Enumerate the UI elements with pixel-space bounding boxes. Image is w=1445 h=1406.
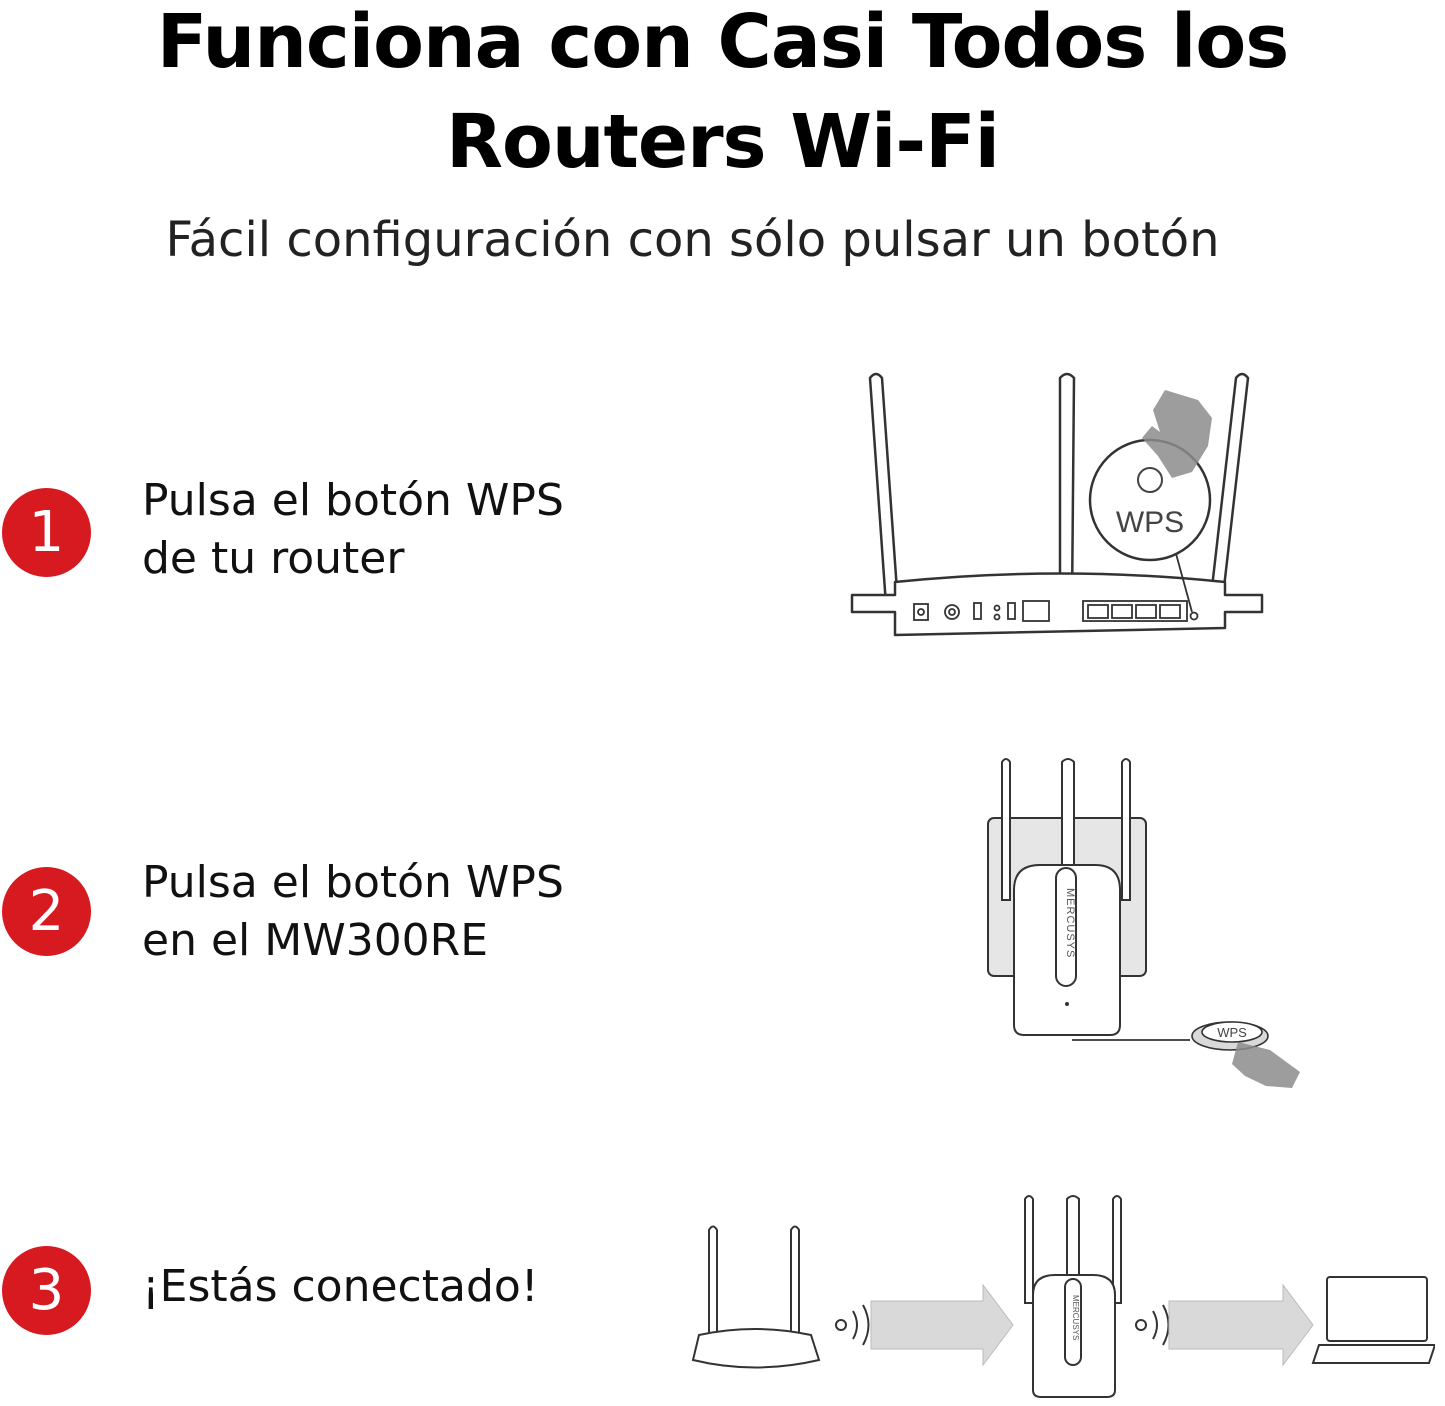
arrow-icon — [1168, 1283, 1314, 1367]
wps-label: WPS — [1116, 506, 1184, 539]
step-3-badge: 3 — [2, 1246, 91, 1335]
arrow-icon — [870, 1283, 1014, 1367]
step-2-line-1: Pulsa el botón WPS — [142, 857, 564, 908]
step-2-badge: 2 — [2, 867, 91, 956]
step-2-text: Pulsa el botón WPS en el MW300RE — [142, 854, 564, 970]
step-1-badge: 1 — [2, 488, 91, 577]
title-line-1: Funciona con Casi Todos los — [156, 0, 1290, 85]
step-1-line-1: Pulsa el botón WPS — [142, 475, 564, 526]
step-3-line-1: ¡Estás conectado! — [142, 1261, 539, 1312]
step-1-line-2: de tu router — [142, 533, 405, 584]
step-2-line-2: en el MW300RE — [142, 915, 489, 966]
extender-brand-label: MERCUSYS — [1064, 888, 1076, 958]
extender-wps-illustration: MERCUSYS WPS — [987, 758, 1300, 1088]
step-3-text: ¡Estás conectado! — [142, 1258, 538, 1316]
step-1-text: Pulsa el botón WPS de tu router — [142, 472, 564, 588]
title-line-2: Routers Wi-Fi — [446, 99, 1000, 185]
connection-illustration: MERCUSYS — [691, 1195, 1435, 1398]
wps-button-label: WPS — [1217, 1025, 1247, 1040]
hand-icon — [1232, 1042, 1300, 1088]
hand-icon — [1142, 390, 1212, 478]
laptop-icon — [1311, 1276, 1435, 1364]
page-subtitle: Fácil configuración con sólo pulsar un b… — [165, 212, 1220, 268]
page-title: Funciona con Casi Todos los Routers Wi-F… — [0, 0, 1445, 192]
router-wps-illustration: WPS — [850, 372, 1264, 637]
extender-brand-label-small: MERCUSYS — [1071, 1295, 1080, 1340]
